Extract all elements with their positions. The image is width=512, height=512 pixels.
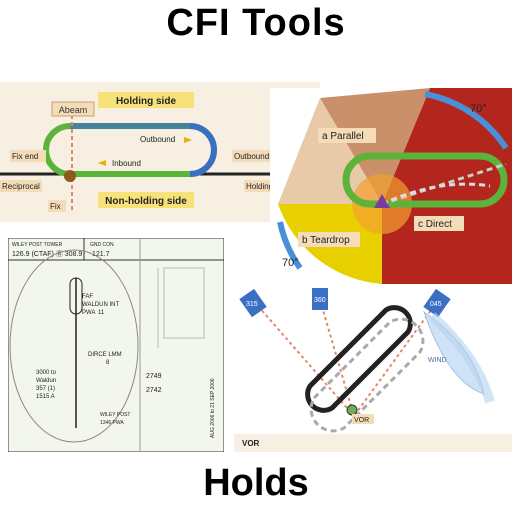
wind-label: WIND [428,357,447,364]
aircraft-icon [374,194,390,208]
inbound-label: Inbound [112,159,141,168]
outbound-end-label: Outbound end [234,152,285,161]
arc-indicator-bottom [277,221,303,270]
holding-side-label: Holding side [116,96,176,107]
app-title: CFI Tools [166,2,346,44]
vor-hold-diagram: 315 360 045 WIND VOR VOR [234,286,512,452]
vor-label: VOR [354,417,369,424]
angle-bottom-label: 70° [282,257,299,269]
waldun-label: WALDUN INT [82,302,119,308]
tower-label: WILEY POST TOWER [12,242,63,248]
outbound-label: Outbound [140,135,175,144]
vor-hold-track [305,305,413,413]
altitude-2749: 2749 [146,373,162,380]
fix-end-label: Fix end [12,152,38,161]
wiley-label-2: 1346 PWA [100,420,124,426]
alt-line-2: Waldun [36,378,56,384]
pwa-label: PWA [82,310,95,316]
fix-label: Fix [50,202,61,211]
hold-entry-diagram: 70° 70° a Parallel b Teardrop c Direct [270,88,512,284]
radial-045-label: 045 [430,301,442,308]
arc-indicator-top [424,91,509,150]
radial-315-label: 315 [246,301,258,308]
alt-line-1: 3000 to [36,370,57,376]
tower-frequency: 126.9 (CTAF) Ⓡ 308.9 [12,250,82,258]
alt-line-3: 357 (1) [36,386,55,392]
radial-360-label: 360 [314,297,326,304]
vor-station-icon [346,404,358,416]
teardrop-label: b Teardrop [302,235,350,246]
abeam-label: Abeam [59,105,88,115]
entry-hold-track [342,152,508,208]
non-holding-side-label: Non-holding side [105,196,187,207]
chart-date: AUG 2006 to 21 SEP 2006 [210,378,216,438]
sector-direct [382,88,512,284]
approach-chart: WILEY POST TOWER 126.9 (CTAF) Ⓡ 308.9 GN… [8,238,224,452]
alt-line-4: 1515 A [36,394,55,400]
dirce-label: DIRCE LMM [88,352,122,358]
vor-caption: VOR [242,439,260,448]
pwa-number: 11 [98,310,105,316]
angle-top-label: 70° [470,103,487,115]
vor-hold-wind-track [309,317,425,433]
altitude-2742: 2742 [146,387,162,394]
inbound-arrow-icon [98,160,106,166]
faf-label: FAF [82,294,93,300]
parallel-label: a Parallel [322,131,364,142]
fix-point [64,170,76,182]
reciprocal-label: Reciprocal [2,182,40,191]
hold-track-outbound-arc [189,123,217,177]
hold-terminology-diagram: Abeam Holding side Outbound Inbound Fix … [0,82,320,222]
gnd-frequency: 121.7 [92,251,110,258]
direct-label: c Direct [418,219,452,230]
outbound-arrow-icon [184,137,192,143]
app-subtitle: Holds [203,462,309,504]
sector-parallel [320,88,430,204]
wiley-label: WILEY POST [100,412,130,418]
dirce-number: 8 [106,360,110,366]
gnd-label: GND CON [90,242,114,248]
